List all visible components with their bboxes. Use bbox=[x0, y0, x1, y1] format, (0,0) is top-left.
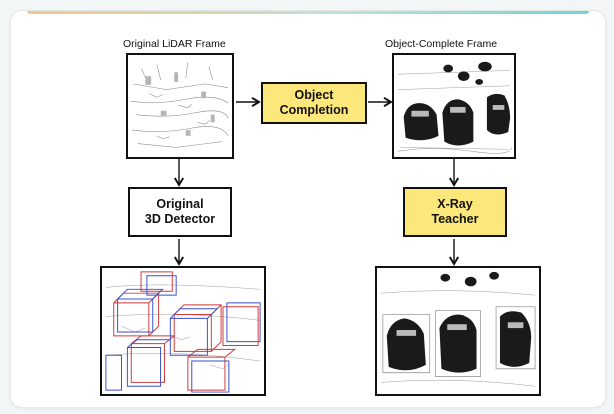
original-detector-result-frame bbox=[100, 266, 266, 396]
labeled-objects-image bbox=[380, 271, 536, 387]
original-lidar-frame bbox=[126, 53, 234, 159]
caption-original-frame: Original LiDAR Frame bbox=[123, 38, 226, 50]
object-complete-frame bbox=[392, 53, 516, 159]
caption-complete-frame: Object-Complete Frame bbox=[385, 38, 498, 50]
flow-arrows bbox=[173, 96, 460, 266]
dense-point-cloud-image bbox=[397, 61, 513, 154]
figure-card: Original LiDAR Frame Object-Complete Fra… bbox=[10, 10, 606, 408]
predicted-boxes-image bbox=[105, 271, 261, 393]
xray-teacher-box: X-Ray Teacher bbox=[403, 187, 507, 237]
object-completion-box: Object Completion bbox=[261, 82, 367, 124]
xray-teacher-result-frame bbox=[375, 266, 541, 396]
sparse-point-cloud-image bbox=[130, 62, 229, 148]
accent-bar bbox=[27, 11, 589, 14]
original-3d-detector-box: Original 3D Detector bbox=[128, 187, 232, 237]
